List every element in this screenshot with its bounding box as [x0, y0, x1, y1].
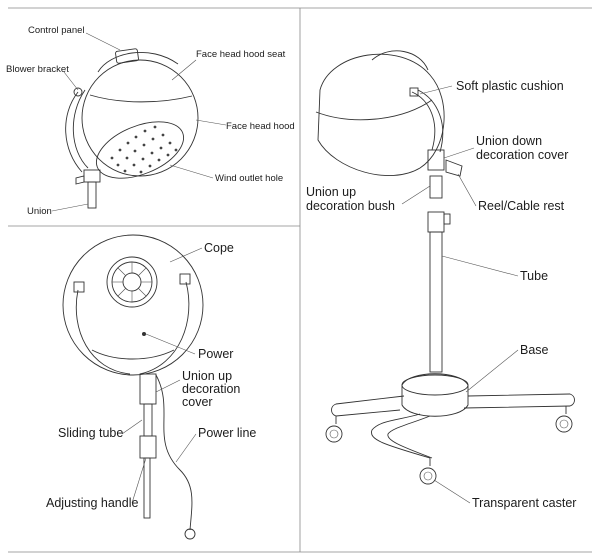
caster-front	[419, 458, 437, 485]
label-tube: Tube	[520, 269, 548, 283]
label-control-panel: Control panel	[28, 25, 85, 36]
labels-right: Soft plastic cushion Union down decorati…	[306, 79, 576, 510]
wind-outlet-holes	[110, 125, 178, 174]
label-union: Union	[27, 206, 52, 217]
label-face-head-hood: Face head hood	[226, 121, 295, 132]
label-base: Base	[520, 343, 549, 357]
label-sliding-tube: Sliding tube	[58, 426, 123, 440]
labels-bottom-left: Cope Power Union up decoration cover Sli…	[46, 241, 256, 510]
label-soft-plastic-cushion: Soft plastic cushion	[456, 79, 564, 93]
labels-top-left: Control panel Blower bracket Face head h…	[6, 25, 295, 217]
label-face-head-hood-seat: Face head hood seat	[196, 49, 286, 60]
label-power-line: Power line	[198, 426, 256, 440]
label-adjusting-handle: Adjusting handle	[46, 496, 138, 510]
caster-left	[325, 416, 343, 443]
stand-full-view	[315, 50, 575, 485]
hood-back-view	[62, 234, 204, 540]
label-union-down-decoration-cover: Union down decoration cover	[476, 134, 568, 162]
hood-side-view	[65, 48, 199, 209]
leaders-right	[401, 85, 519, 504]
label-cope: Cope	[204, 241, 234, 255]
label-wind-outlet-hole: Wind outlet hole	[215, 173, 283, 184]
panel-dividers	[8, 7, 592, 553]
label-power: Power	[198, 347, 233, 361]
caster-right	[555, 406, 573, 433]
leaders-bottom-left	[121, 247, 203, 504]
label-transparent-caster: Transparent caster	[472, 496, 576, 510]
label-union-up-decoration-cover: Union up decoration cover	[182, 369, 244, 409]
label-blower-bracket: Blower bracket	[6, 64, 69, 75]
label-reel-cable-rest: Reel/Cable rest	[478, 199, 565, 213]
label-union-up-decoration-bush: Union up decoration bush	[306, 185, 395, 213]
leaders-top-left	[51, 32, 227, 212]
